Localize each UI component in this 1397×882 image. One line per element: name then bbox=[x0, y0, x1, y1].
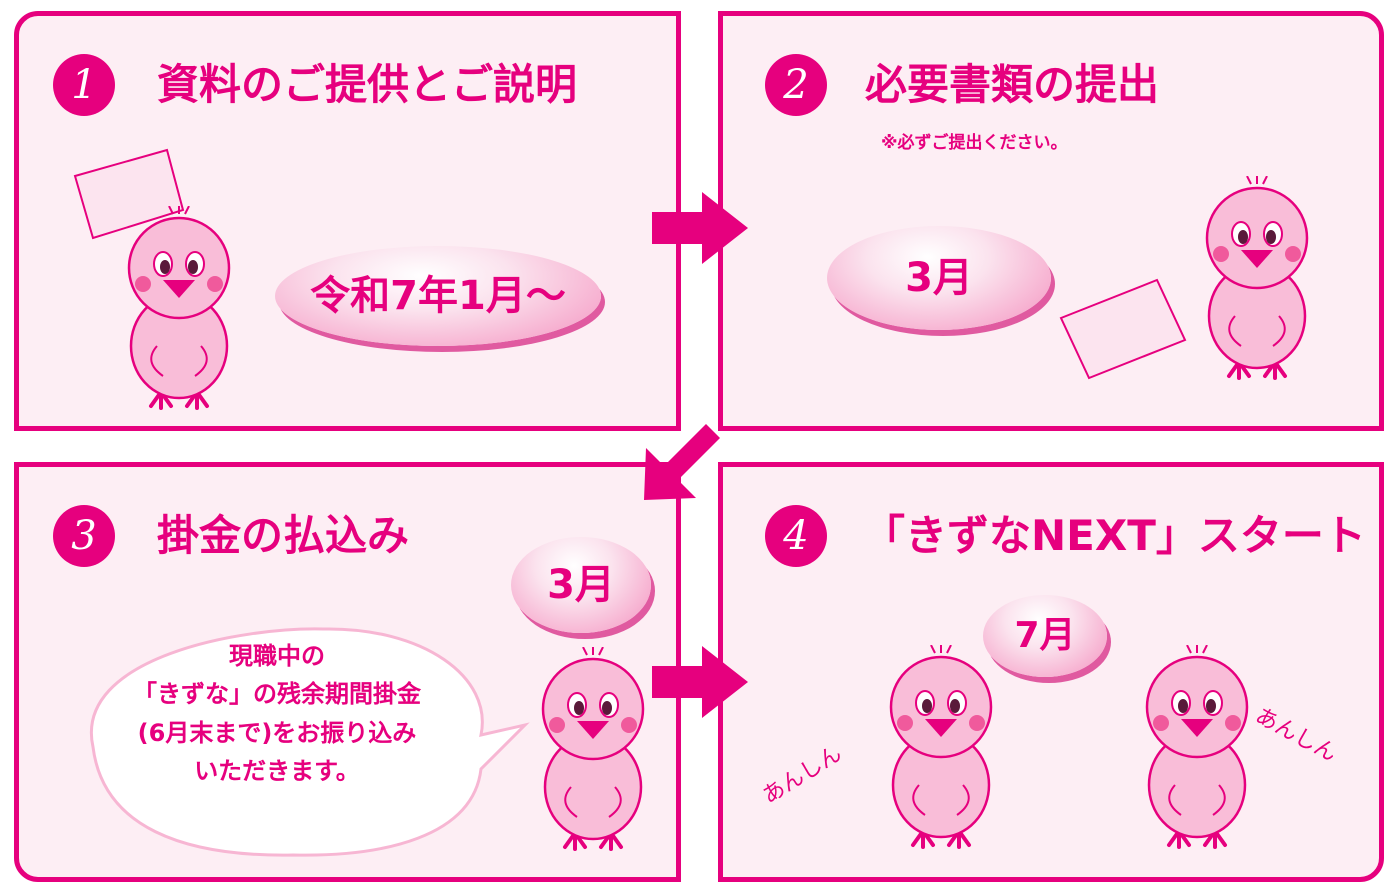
step4-number-badge: 4 bbox=[765, 505, 827, 567]
step2-panel: 2 必要書類の提出 ※必ずご提出ください。 3月 bbox=[718, 11, 1384, 431]
step2-number-badge: 2 bbox=[765, 54, 827, 116]
right-arrow-icon bbox=[652, 192, 748, 264]
bubble-line-4: いただきます。 bbox=[194, 757, 360, 786]
bubble-line-2: 「きずな」の残余期間掛金 bbox=[133, 680, 421, 709]
step3-panel: 3 掛金の払込み 3月 現職中の 「きずな」の残余期間掛金 (6月末まで)をお振… bbox=[14, 462, 681, 882]
bubble-line-3: (6月末まで)をお振り込み bbox=[137, 718, 417, 747]
chick-mascot-icon bbox=[127, 206, 231, 410]
chick-mascot-icon bbox=[1205, 176, 1309, 380]
step1-title: 資料のご提供とご説明 bbox=[157, 60, 578, 109]
paper-sheet-icon bbox=[1059, 278, 1187, 380]
step3-bubble-text: 現職中の 「きずな」の残余期間掛金 (6月末まで)をお振り込み いただきます。 bbox=[77, 637, 477, 791]
speech-left: あんしん bbox=[758, 741, 847, 810]
step1-number-badge: 1 bbox=[53, 54, 115, 116]
step2-date-pill: 3月 bbox=[827, 226, 1051, 330]
chick-mascot-icon bbox=[889, 645, 993, 849]
chick-mascot-icon bbox=[541, 647, 645, 851]
step2-note: ※必ずご提出ください。 bbox=[881, 133, 1068, 153]
step3-number-badge: 3 bbox=[53, 505, 115, 567]
speech-bubble bbox=[89, 627, 530, 857]
step2-title: 必要書類の提出 bbox=[865, 60, 1160, 109]
step3-title: 掛金の払込み bbox=[157, 511, 410, 560]
bubble-line-1: 現職中の bbox=[229, 642, 325, 670]
step1-panel: 1 資料のご提供とご説明 令和7年1月〜 bbox=[14, 11, 681, 431]
right-arrow-icon bbox=[652, 646, 748, 718]
step1-date-pill: 令和7年1月〜 bbox=[275, 246, 601, 346]
step4-panel: 4 「きずなNEXT」スタート 7月 あんしん あんしん bbox=[718, 462, 1384, 882]
step3-date-pill: 3月 bbox=[511, 537, 651, 633]
step4-date-pill: 7月 bbox=[983, 595, 1107, 677]
paper-sheet-icon bbox=[73, 148, 185, 240]
chick-mascot-icon bbox=[1145, 645, 1249, 849]
down-left-arrow-icon bbox=[644, 424, 720, 500]
step4-title: 「きずなNEXT」スタート bbox=[863, 511, 1366, 560]
